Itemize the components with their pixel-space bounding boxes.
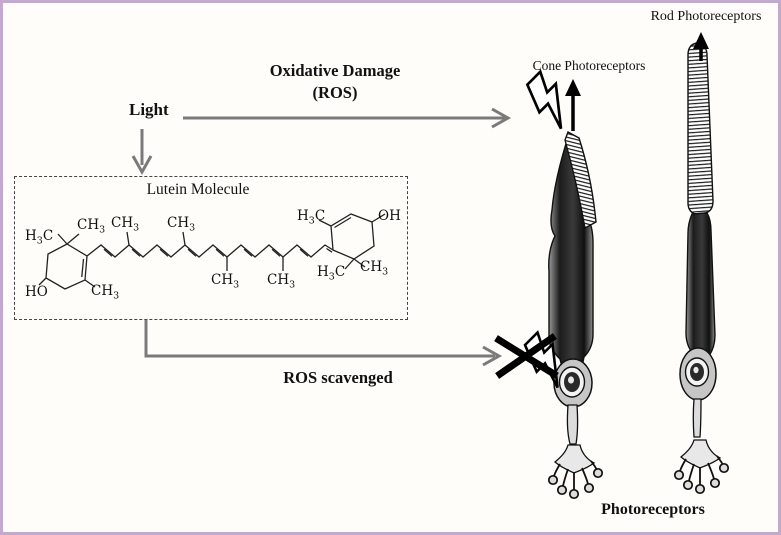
lutein-molecule-title: Lutein Molecule (146, 181, 250, 198)
chem-label-ch3-chain-top2: CH3 (167, 215, 196, 234)
rod-inner-segment (685, 212, 716, 366)
lutein-molecule-box: Lutein Molecule (14, 176, 408, 320)
chem-label-ch3-chain-bot1: CH3 (211, 272, 240, 291)
chem-label-ch3-ring-left: CH3 (91, 283, 120, 302)
chem-label-ch3-chain-top1: CH3 (111, 215, 140, 234)
crossed-lightning-bolt-icon (494, 329, 579, 392)
rod-signal-up-arrow-icon (693, 32, 709, 61)
ros-scavenged-label: ROS scavenged (283, 368, 393, 387)
chem-label-h3c-right-top: H3C (297, 208, 326, 227)
cone-axon (566, 404, 579, 445)
cone-outer-segment (564, 130, 597, 230)
photoreceptors-label: Photoreceptors (601, 501, 705, 518)
rod-photoreceptor-cell (673, 42, 730, 495)
light-label: Light (129, 100, 169, 119)
ros-label: (ROS) (312, 83, 358, 102)
oxidative-damage-arrow (183, 107, 512, 129)
rod-axon (692, 398, 702, 438)
chem-label-h3c-left: H3C (25, 228, 54, 247)
cone-signal-up-arrow-icon (565, 79, 581, 131)
chem-label-h3c-right-bot: H3C (317, 264, 346, 283)
chem-label-ho-left: HO (25, 284, 48, 300)
cone-photoreceptors-label: Cone Photoreceptors (532, 58, 646, 73)
ros-scavenged-arrow (144, 319, 503, 367)
chem-label-ch3-chain-bot2: CH3 (267, 272, 296, 291)
diagram-artwork (131, 32, 730, 500)
chem-label-ch3-right-bot: CH3 (360, 259, 389, 278)
cone-photoreceptor-cell (547, 130, 604, 500)
oxidative-damage-label: Oxidative Damage (269, 61, 401, 80)
light-down-arrow (131, 129, 153, 176)
chem-label-ch3-gem-left: CH3 (77, 217, 106, 236)
rod-outer-segment (687, 42, 714, 215)
chem-label-oh-right: OH (378, 208, 401, 224)
rod-synaptic-terminal (673, 439, 730, 495)
lutein-molecule-bonds (38, 213, 386, 290)
cone-nucleolus (568, 376, 574, 384)
lutein-molecule-structure (38, 213, 386, 290)
rod-photoreceptors-label: Rod Photoreceptors (650, 9, 762, 24)
rod-nucleolus (693, 366, 699, 374)
cone-synaptic-terminal (547, 444, 604, 500)
